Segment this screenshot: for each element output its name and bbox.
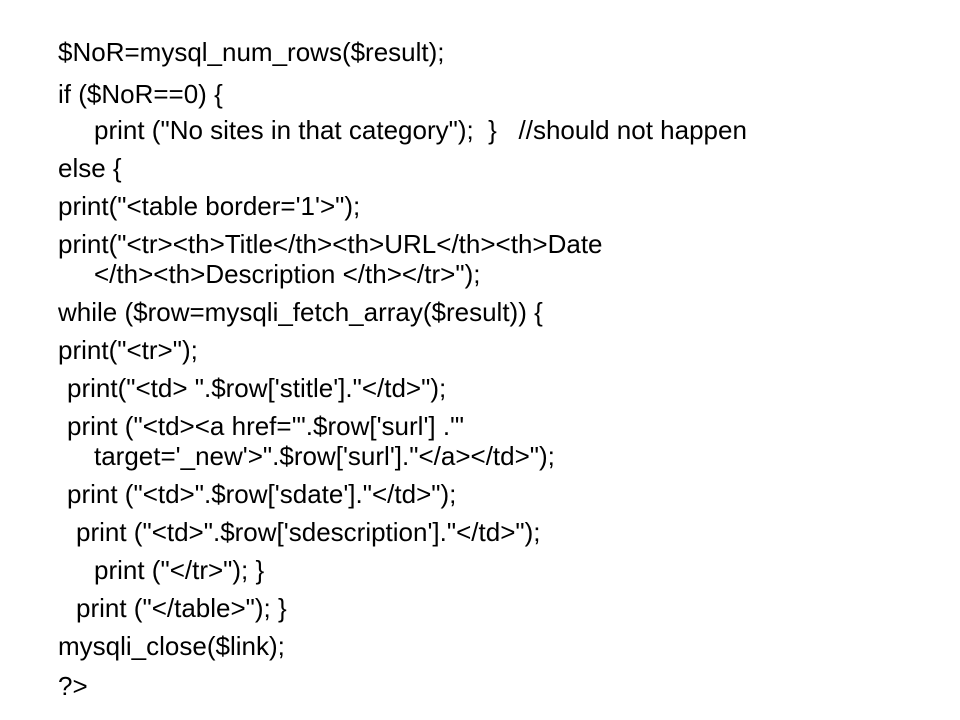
code-line-14: print ("<td>".$row['sdescription']."</td… <box>76 517 541 547</box>
code-line-17: mysqli_close($link); <box>58 631 285 661</box>
code-line-10: print("<td> ".$row['stitle']."</td>"); <box>67 373 447 403</box>
code-line-11: print ("<td><a href='".$row['surl'] ."' <box>67 411 465 441</box>
code-line-5: print("<table border='1'>"); <box>58 191 361 221</box>
code-line-7: </th><th>Description </th></tr>"); <box>94 259 481 289</box>
code-line-13: print ("<td>".$row['sdate']."</td>"); <box>67 479 457 509</box>
code-line-9: print("<tr>"); <box>58 335 198 365</box>
code-line-2: if ($NoR==0) { <box>58 79 223 109</box>
code-line-15: print ("</tr>"); } <box>94 555 265 585</box>
code-line-4: else { <box>58 153 122 183</box>
code-line-12: target='_new'>".$row['surl']."</a></td>"… <box>94 441 555 471</box>
code-line-3: print ("No sites in that category"); } /… <box>94 115 747 145</box>
code-line-8: while ($row=mysqli_fetch_array($result))… <box>58 297 543 327</box>
code-line-1: $NoR=mysql_num_rows($result); <box>58 37 445 67</box>
code-line-18: ?> <box>58 671 88 701</box>
code-line-6: print("<tr><th>Title</th><th>URL</th><th… <box>58 229 603 259</box>
code-line-16: print ("</table>"); } <box>76 593 287 623</box>
